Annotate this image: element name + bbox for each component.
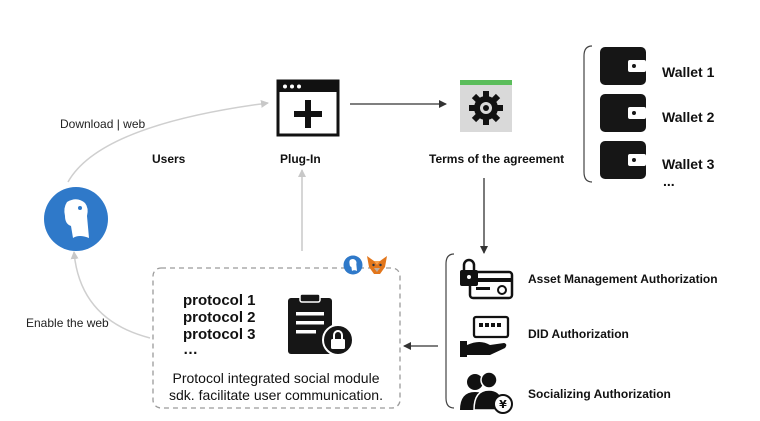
wallets-bracket <box>583 45 593 183</box>
wallet-label: Wallet 3 <box>662 156 715 172</box>
module-description: Protocol integrated social module sdk. f… <box>169 370 383 403</box>
wallet-icon <box>600 94 646 132</box>
users-yen-icon: ¥ <box>460 371 513 414</box>
clipboard-lock-icon <box>288 294 354 356</box>
auth-bracket <box>445 253 455 409</box>
svg-text:¥: ¥ <box>499 398 507 411</box>
wallet-icon <box>600 47 646 85</box>
plugin-label: Plug-In <box>280 152 321 166</box>
plugin-window-icon <box>276 79 340 137</box>
protocol-more: … <box>183 341 198 358</box>
terms-label: Terms of the agreement <box>429 152 565 166</box>
protocol-item: protocol 3 <box>183 326 256 343</box>
gear-document-icon <box>460 80 512 132</box>
auth-label: DID Authorization <box>528 327 629 341</box>
download-connector <box>67 99 269 183</box>
auth-label: Asset Management Authorization <box>528 272 718 286</box>
protocol-item: protocol 1 <box>183 292 256 309</box>
penguin-badge-icon <box>343 255 363 275</box>
enable-label: Enable the web <box>26 316 109 330</box>
wallet-label: Wallet 2 <box>662 109 715 125</box>
auth-label: Socializing Authorization <box>528 387 671 401</box>
social-module-box <box>152 267 401 409</box>
fox-badge-icon <box>367 256 387 274</box>
users-label: Users <box>152 152 186 166</box>
enable-connector <box>70 251 151 339</box>
download-label: Download | web <box>60 117 146 131</box>
penguin-app-icon <box>44 187 108 251</box>
protocol-item: protocol 2 <box>183 309 256 326</box>
locked-card-icon <box>460 258 514 300</box>
hand-card-icon <box>460 315 510 357</box>
wallets-more: ... <box>663 173 675 189</box>
wallet-icon <box>600 141 646 179</box>
wallet-label: Wallet 1 <box>662 64 715 80</box>
